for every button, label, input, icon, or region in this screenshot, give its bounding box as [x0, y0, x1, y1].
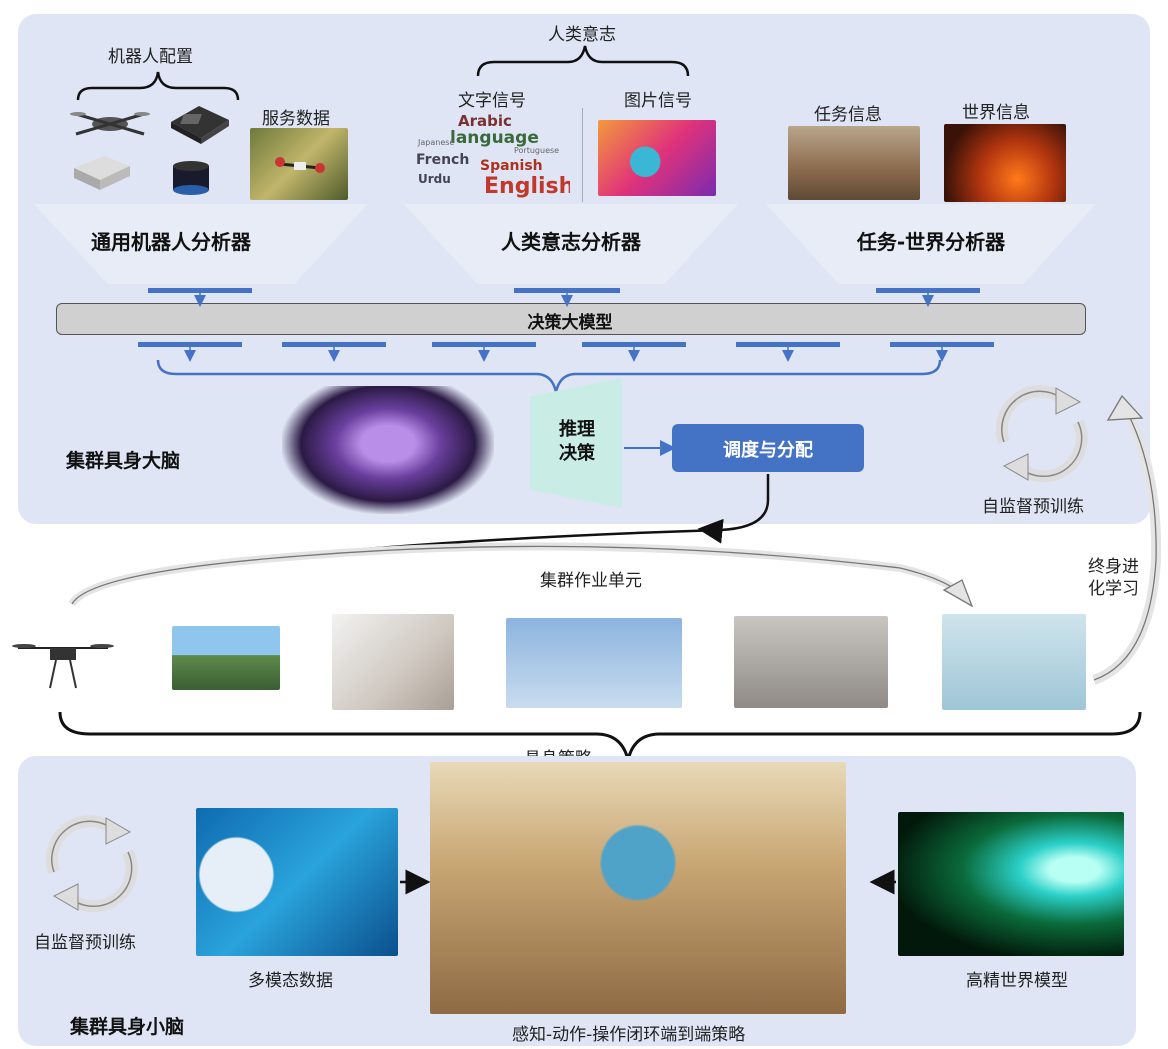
brain-section-label: 集群具身大脑 [66, 450, 181, 472]
drone-1 [10, 632, 116, 692]
drone-icon [70, 104, 150, 140]
swarm-unit-label: 集群作业单元 [540, 571, 642, 591]
drone-4 [506, 618, 682, 708]
signal-divider [582, 108, 583, 202]
output-bar [432, 342, 536, 347]
human-will-label: 人类意志 [548, 25, 616, 45]
word-urdu: Urdu [418, 172, 451, 186]
task-world-analyzer-title: 任务-世界分析器 [856, 230, 1006, 254]
closed-loop-image [430, 762, 846, 1014]
output-bar [736, 342, 840, 347]
reasoning-box [530, 378, 622, 508]
input-bar [514, 288, 620, 293]
drone-5 [734, 616, 888, 708]
brain-self-supervised-label: 自监督预训练 [982, 497, 1084, 517]
closed-loop-label: 感知-动作-操作闭环端到端策略 [512, 1025, 746, 1045]
drone-6 [942, 614, 1086, 710]
word-french: French [416, 152, 470, 168]
reasoning-title: 推理 决策 [559, 419, 595, 464]
output-bar [582, 342, 686, 347]
world-info-label: 世界信息 [962, 103, 1030, 123]
service-data-image [250, 128, 348, 200]
multimodal-label: 多模态数据 [248, 971, 333, 991]
robot-config-label: 机器人配置 [108, 47, 193, 67]
output-bar [138, 342, 242, 347]
dispatch-button[interactable] [672, 424, 864, 472]
cycle-icon [986, 382, 1096, 482]
cerebellum-section-label: 集群具身小脑 [70, 1016, 185, 1038]
module-box-icon [70, 152, 132, 192]
input-bar [876, 288, 980, 293]
brain-image [282, 386, 494, 514]
drone-2 [172, 626, 280, 690]
human-will-analyzer-title: 人类意志分析器 [501, 230, 641, 254]
input-bar [148, 288, 252, 293]
world-model-label: 高精世界模型 [966, 971, 1068, 991]
multimodal-image [196, 808, 398, 956]
compute-board-icon [165, 100, 233, 146]
word-arabic: Arabic [458, 112, 512, 130]
task-info-image [788, 126, 920, 200]
world-model-image [898, 812, 1124, 956]
chameleon-image [598, 120, 716, 196]
word-spanish: Spanish [480, 158, 543, 174]
cerebellum-self-supervised-label: 自监督预训练 [34, 933, 136, 953]
lidar-icon [165, 158, 217, 198]
output-bar [890, 342, 994, 347]
word-portuguese: Portuguese [514, 146, 560, 155]
text-signal-label: 文字信号 [458, 91, 526, 111]
task-info-label: 任务信息 [814, 105, 882, 125]
word-japanese: Japanese [418, 138, 455, 147]
image-signal-label: 图片信号 [624, 91, 692, 111]
word-english: English [484, 174, 570, 199]
world-info-image [944, 124, 1066, 202]
word-cloud-image: Arabic language French Spanish English J… [410, 110, 570, 202]
robot-analyzer-title: 通用机器人分析器 [91, 230, 251, 254]
cycle-icon [36, 812, 146, 912]
output-bar [282, 342, 386, 347]
drone-3 [332, 614, 454, 710]
service-data-label: 服务数据 [262, 109, 330, 129]
decision-model-title: 决策大模型 [527, 313, 613, 333]
lifelong-learning-label: 终身进 化学习 [1088, 557, 1139, 599]
dispatch-title: 调度与分配 [723, 440, 813, 461]
word-language: language [450, 128, 539, 148]
